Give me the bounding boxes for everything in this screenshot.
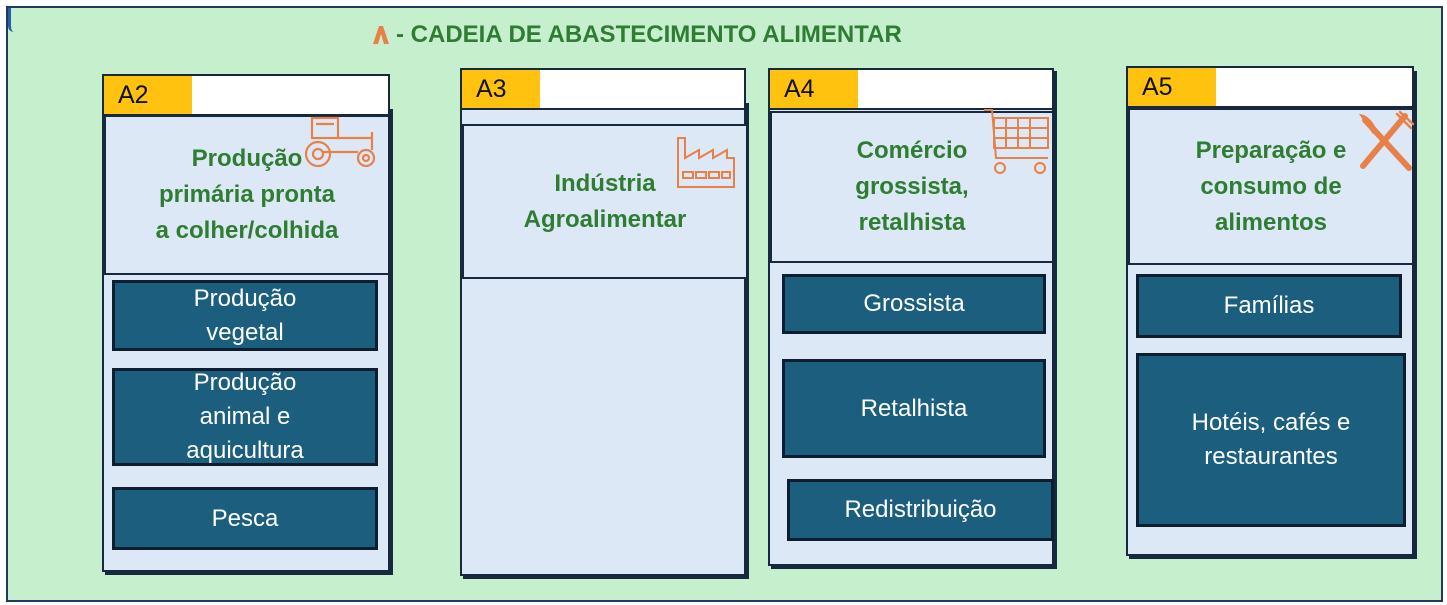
item-line: Produção: [193, 369, 297, 396]
column-a4-item-grossista: Grossista: [782, 274, 1046, 334]
item-line: Famílias: [1223, 292, 1315, 319]
item-line: Retalhista: [860, 394, 968, 422]
heading-line: consumo de: [1200, 172, 1342, 200]
column-a2-item-producao-animal: Produção animal e aquicultura: [112, 368, 378, 466]
item-line: Pesca: [211, 504, 279, 532]
item-line: Hotéis, cafés e: [1191, 409, 1351, 436]
column-a3-tab: A3: [460, 68, 746, 110]
item-line: Grossista: [863, 290, 965, 317]
column-a2-item-pesca: Pesca: [112, 487, 378, 550]
shopping-cart-icon: [984, 109, 1049, 174]
heading-line: a colher/colhida: [155, 217, 339, 244]
column-a2-item-producao-vegetal: Produção vegetal: [112, 280, 378, 351]
column-a5-code: A5: [1128, 68, 1216, 106]
column-a4-item-retalhista: Retalhista: [782, 359, 1046, 458]
heading-line: primária pronta: [158, 181, 336, 208]
item-line: animal e: [199, 403, 291, 430]
diagram-title-text: - CADEIA DE ABASTECIMENTO ALIMENTAR: [396, 21, 902, 48]
column-a4-code: A4: [770, 70, 858, 108]
column-a4-tab: A4: [768, 68, 1054, 110]
column-a5-tab: A5: [1126, 66, 1414, 108]
column-a3-heading: Indústria Agroalimentar: [462, 124, 748, 279]
column-a5-heading: Preparação e consumo de alimentos: [1128, 108, 1414, 265]
item-line: aquicultura: [186, 437, 304, 464]
heading-line: retalhista: [858, 209, 966, 236]
corner-accent: [8, 8, 19, 32]
item-line: restaurantes: [1204, 443, 1338, 470]
column-a2-tab: A2: [102, 74, 390, 116]
letter-a-mark-icon: [373, 26, 389, 44]
item-line: Produção: [193, 284, 297, 312]
heading-line: grossista,: [855, 173, 969, 200]
heading-line: Comércio: [856, 137, 968, 164]
item-line: Redistribuição: [844, 496, 997, 523]
column-a5-item-familias: Famílias: [1136, 274, 1402, 338]
heading-line: Agroalimentar: [523, 205, 687, 233]
heading-line: Preparação e: [1195, 136, 1347, 164]
column-a5-item-hoteis: Hotéis, cafés e restaurantes: [1136, 353, 1406, 527]
item-line: vegetal: [206, 318, 284, 346]
column-a3-code: A3: [462, 70, 540, 108]
column-a4-item-redistribuicao: Redistribuição: [787, 479, 1054, 541]
heading-line: alimentos: [1214, 208, 1327, 236]
column-a2-code: A2: [104, 76, 192, 114]
fork-knife-icon: [1359, 110, 1415, 171]
heading-line: Produção: [191, 145, 303, 172]
factory-icon: [677, 137, 735, 188]
tractor-icon: [304, 116, 376, 168]
diagram-title: - CADEIA DE ABASTECIMENTO ALIMENTAR: [372, 18, 902, 52]
heading-line: Indústria: [554, 169, 656, 197]
column-a2-heading: Produção primária pronta a colher/colhid…: [104, 115, 390, 275]
